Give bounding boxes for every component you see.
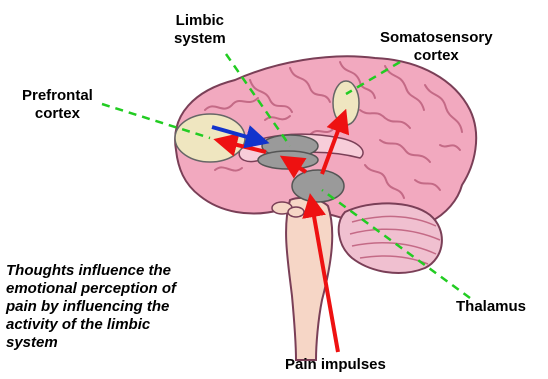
caption-line-2: emotional perception of bbox=[6, 280, 256, 298]
prefrontal-label-line-1: Prefrontal bbox=[22, 87, 93, 105]
caption-line-4: activity of the limbic bbox=[6, 316, 256, 334]
caption-line-1: Thoughts influence the bbox=[6, 262, 256, 280]
thalamus-label: Thalamus bbox=[456, 298, 526, 316]
pituitary bbox=[288, 207, 304, 217]
caption-line-5: system bbox=[6, 334, 256, 352]
thalamus-region bbox=[292, 170, 344, 202]
somatosensory-label-line-2: cortex bbox=[380, 47, 493, 65]
limbic-label-line-1: Limbic bbox=[174, 12, 226, 30]
limbic-system-label: Limbic system bbox=[174, 12, 226, 48]
somatosensory-cortex-label: Somatosensory cortex bbox=[380, 29, 493, 65]
somatosensory-cortex-region bbox=[333, 81, 359, 125]
caption-text: Thoughts influence the emotional percept… bbox=[6, 262, 256, 352]
prefrontal-cortex-label: Prefrontal cortex bbox=[22, 87, 93, 123]
caption-line-3: pain by influencing the bbox=[6, 298, 256, 316]
prefrontal-label-line-2: cortex bbox=[22, 105, 93, 123]
pain-impulses-label: Pain impulses bbox=[285, 356, 386, 374]
somatosensory-label-line-1: Somatosensory bbox=[380, 29, 493, 47]
limbic-system-region-lower bbox=[258, 151, 318, 169]
limbic-label-line-2: system bbox=[174, 30, 226, 48]
